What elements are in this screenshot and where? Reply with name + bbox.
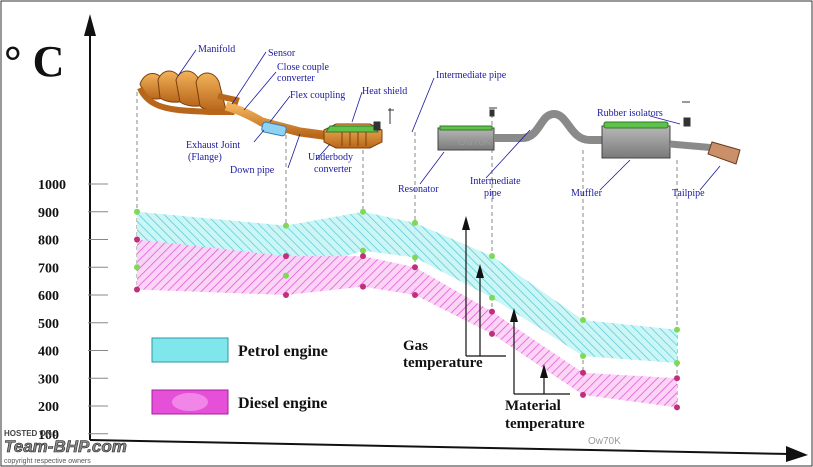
logo-copyright: copyright respective owners <box>4 458 91 465</box>
y-tick-label: 500 <box>38 317 59 332</box>
logo-hosted: HOSTED ON : <box>4 429 56 438</box>
y-tick-label: 100 <box>38 428 59 443</box>
gas-temperature-pointer <box>465 222 506 357</box>
y-tick-label: 400 <box>38 345 59 360</box>
point-petrol-upper <box>134 208 140 215</box>
y-tick-label: 900 <box>38 206 59 221</box>
point-petrol-lower <box>674 359 680 366</box>
label-tailpipe: Tailpipe <box>672 188 705 199</box>
x-axis-arrow <box>786 446 808 462</box>
label-sensor: Sensor <box>268 48 296 59</box>
band-petrol <box>137 211 677 363</box>
point-petrol-upper <box>674 326 680 333</box>
y-tick-label: 600 <box>38 289 59 304</box>
y-tick-label: 700 <box>38 261 59 276</box>
gas-arrowhead-2 <box>476 264 484 278</box>
label-intermediate-1: Intermediate <box>470 176 521 187</box>
resonator-watermark: Ow70K <box>458 137 491 148</box>
down-pipe <box>224 101 331 141</box>
y-axis-arrow <box>84 14 96 36</box>
tailpipe <box>707 141 741 165</box>
teambhp-logo: HOSTED ON : Team-BHP.com copyright respe… <box>4 429 127 465</box>
point-petrol-lower <box>580 353 586 360</box>
exhaust-system: Ow70K <box>137 70 741 165</box>
band-points <box>134 208 680 411</box>
label-intermediate-2: pipe <box>484 188 502 199</box>
underbody-converter <box>323 123 383 149</box>
point-petrol-lower <box>283 272 289 279</box>
legend-label-petrol: Petrol engine <box>238 343 328 360</box>
point-diesel-lower <box>360 283 366 290</box>
label-close-couple-2: converter <box>277 73 315 84</box>
muffler <box>601 121 671 159</box>
point-diesel-lower <box>283 292 289 298</box>
temperature-bands <box>137 211 677 408</box>
point-diesel-upper <box>489 308 495 315</box>
legend-label-diesel: Diesel engine <box>238 395 327 412</box>
point-petrol-lower <box>489 294 495 301</box>
point-petrol-upper <box>360 208 366 215</box>
rubber-isolators <box>373 101 691 131</box>
annotation-material-1: Material <box>505 398 561 414</box>
point-diesel-upper <box>134 236 140 243</box>
gas-arrowhead-1 <box>462 216 470 230</box>
annotation-gas-1: Gas <box>403 338 428 354</box>
point-petrol-lower <box>412 254 418 261</box>
label-heat-shield: Heat shield <box>362 86 407 97</box>
point-diesel-lower <box>412 292 418 298</box>
resonator: Ow70K <box>437 125 495 151</box>
point-diesel-upper <box>580 369 586 376</box>
point-petrol-upper <box>412 219 418 226</box>
tailpipe-pipe <box>669 140 717 152</box>
point-petrol-lower <box>360 247 366 254</box>
point-diesel-lower <box>489 330 495 337</box>
point-diesel-lower <box>134 286 140 293</box>
point-diesel-upper <box>412 264 418 271</box>
label-close-couple-1: Close couple <box>277 62 329 73</box>
y-tick-label: 800 <box>38 234 59 249</box>
y-tick-label: 1000 <box>38 178 66 193</box>
bottom-watermark: Ow70K <box>588 436 621 447</box>
point-diesel-lower <box>674 404 680 411</box>
label-rubber-isolators: Rubber isolators <box>597 108 663 119</box>
y-axis-ticks: 1000 900 800 700 600 500 400 300 200 100 <box>38 178 108 443</box>
point-petrol-lower <box>134 264 140 271</box>
point-diesel-lower <box>580 391 586 398</box>
unit-label: ° C <box>4 37 64 86</box>
label-resonator: Resonator <box>398 184 439 195</box>
point-diesel-upper <box>674 375 680 382</box>
label-manifold: Manifold <box>198 44 235 55</box>
label-exhaust-joint-2: (Flange) <box>188 152 222 163</box>
y-tick-label: 200 <box>38 400 59 415</box>
label-leaders <box>177 49 721 191</box>
annotation-material-2: temperature <box>505 416 585 432</box>
point-petrol-upper <box>489 253 495 260</box>
point-petrol-upper <box>283 222 289 229</box>
legend-swatch-diesel-glow <box>172 393 208 411</box>
label-flex-coupling: Flex coupling <box>290 90 345 101</box>
manifold <box>137 70 240 115</box>
material-arrowhead-1 <box>510 308 518 322</box>
intermediate-pipe <box>494 109 604 144</box>
label-underbody-2: converter <box>314 164 352 175</box>
point-diesel-upper <box>360 253 366 260</box>
material-arrowhead-2 <box>540 364 548 378</box>
annotation-gas-2: temperature <box>403 355 483 371</box>
band-diesel <box>137 239 677 408</box>
x-axis <box>89 439 791 455</box>
point-diesel-upper <box>283 253 289 260</box>
legend-swatch-petrol <box>151 337 229 363</box>
point-petrol-upper <box>580 316 586 323</box>
label-muffler: Muffler <box>571 188 603 199</box>
logo-site: Team-BHP.com <box>4 437 127 456</box>
y-tick-label: 300 <box>38 372 59 387</box>
label-down-pipe: Down pipe <box>230 165 275 176</box>
flex-coupling <box>261 121 287 137</box>
label-underbody-1: Underbody <box>308 152 353 163</box>
label-intermediate-pipe-top: Intermediate pipe <box>436 70 507 81</box>
label-exhaust-joint-1: Exhaust Joint <box>186 140 240 151</box>
